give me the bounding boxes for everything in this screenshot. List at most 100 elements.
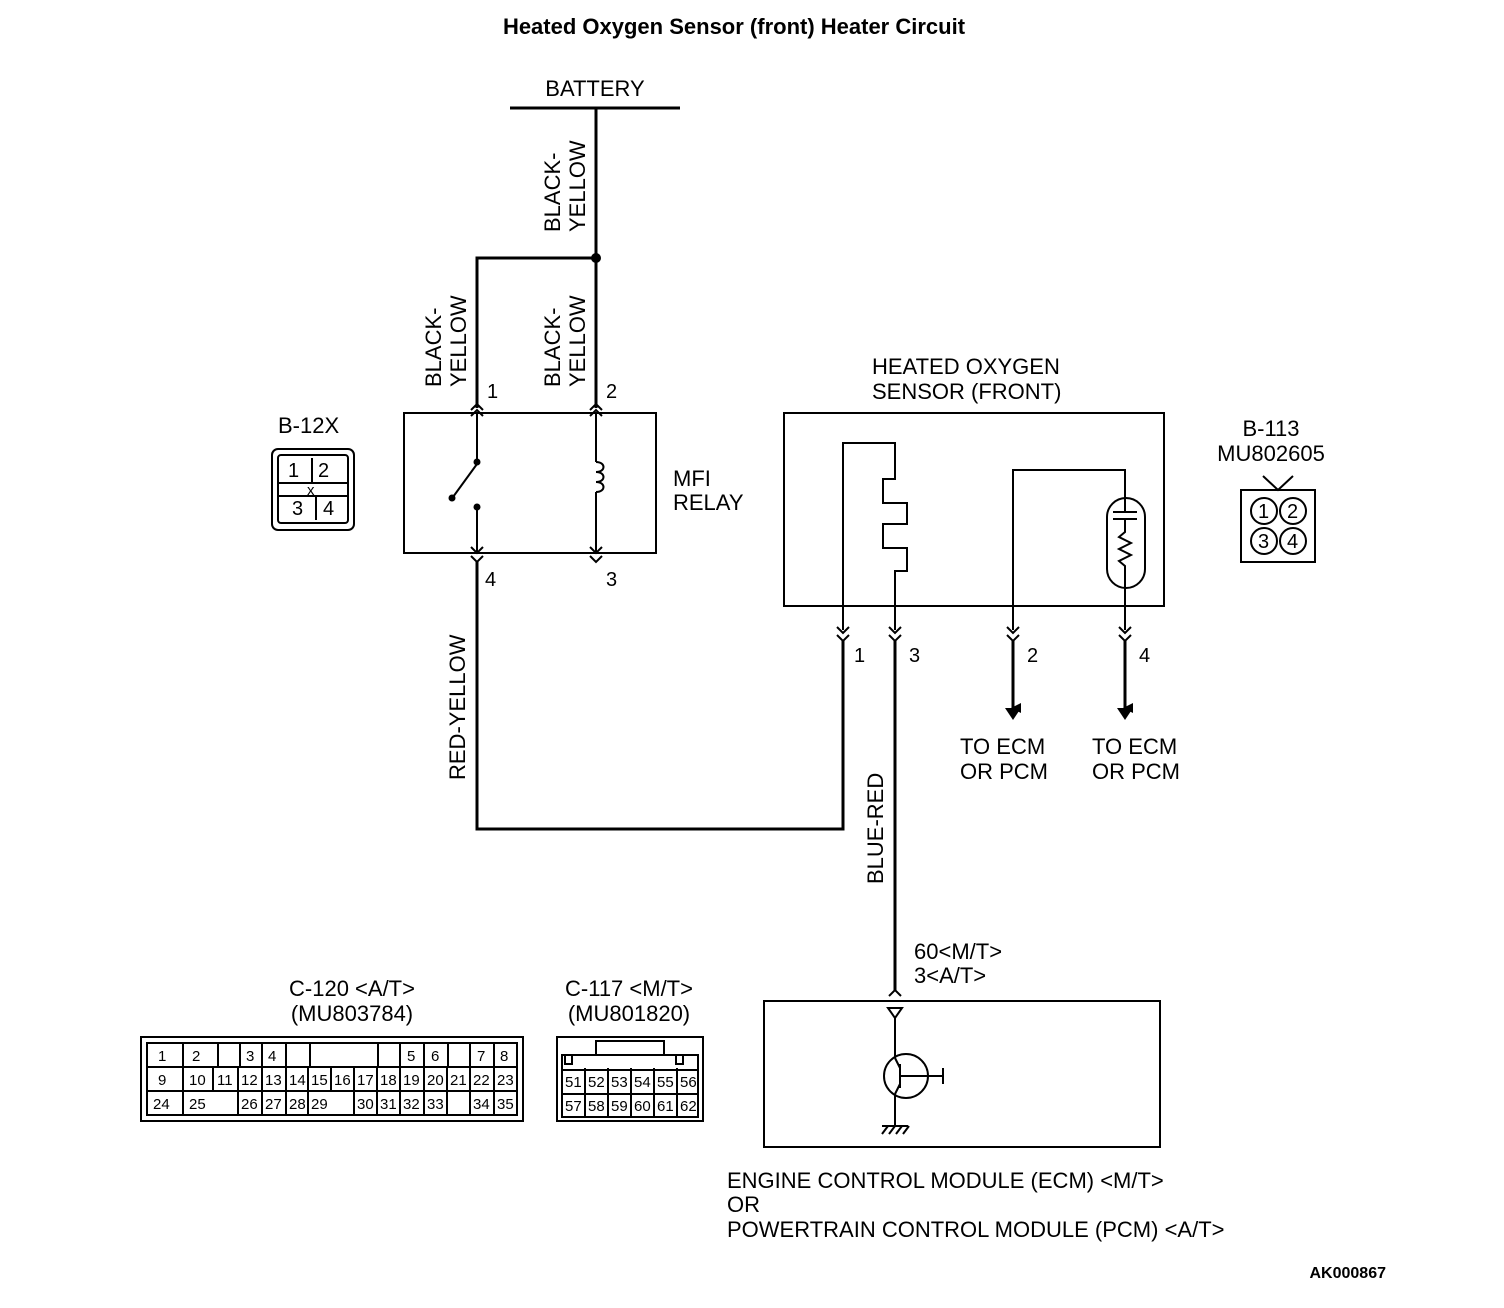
wire-label-blue-red: BLUE-RED (863, 773, 888, 884)
relay-pin-4: 4 (485, 569, 496, 591)
svg-text:15: 15 (311, 1072, 328, 1089)
mfi-relay-label: MFI RELAY (673, 466, 744, 515)
svg-text:B-113: B-113 (1242, 416, 1299, 441)
svg-text:(MU801820): (MU801820) (568, 1001, 690, 1026)
svg-text:13: 13 (265, 1072, 282, 1089)
sensor-pin-4: 4 (1139, 645, 1150, 667)
red-yellow-wire (475, 562, 845, 831)
relay-coil-symbol (595, 413, 605, 553)
svg-text:23: 23 (497, 1072, 514, 1089)
svg-text:4: 4 (268, 1048, 276, 1065)
svg-text:MFI: MFI (673, 466, 711, 491)
svg-text:2: 2 (192, 1048, 200, 1065)
svg-text:5: 5 (407, 1048, 415, 1065)
ecm-connector-mark (888, 988, 902, 997)
svg-text:34: 34 (473, 1096, 490, 1113)
svg-text:24: 24 (153, 1096, 170, 1113)
svg-text:30: 30 (357, 1096, 374, 1113)
svg-text:29: 29 (311, 1096, 328, 1113)
battery-label: BATTERY (545, 76, 645, 101)
svg-text:YELLOW: YELLOW (446, 295, 471, 387)
ecm-box (763, 1000, 1161, 1148)
svg-text:(MU803784): (MU803784) (291, 1001, 413, 1026)
svg-text:3<A/T>: 3<A/T> (914, 963, 986, 988)
svg-text:58: 58 (588, 1098, 605, 1115)
svg-text:3: 3 (1258, 531, 1269, 553)
relay-connector-marks (470, 402, 603, 564)
svg-text:MU802605: MU802605 (1217, 441, 1325, 466)
svg-text:25: 25 (189, 1096, 206, 1113)
svg-text:62: 62 (680, 1098, 697, 1115)
svg-text:26: 26 (241, 1096, 258, 1113)
svg-text:2: 2 (1287, 501, 1298, 523)
svg-text:SENSOR (FRONT): SENSOR (FRONT) (872, 379, 1061, 404)
relay-pin-1: 1 (487, 381, 498, 403)
svg-text:HEATED OXYGEN: HEATED OXYGEN (872, 354, 1060, 379)
arrow-head-pin4 (1117, 708, 1133, 720)
svg-text:4: 4 (1287, 531, 1298, 553)
svg-text:OR PCM: OR PCM (1092, 759, 1180, 784)
sensor-connector-marks (836, 626, 1132, 643)
svg-text:RELAY: RELAY (673, 490, 744, 515)
svg-text:BLACK-: BLACK- (540, 153, 565, 232)
svg-text:12: 12 (241, 1072, 258, 1089)
branch-wire-relay-pin1 (475, 256, 596, 408)
wire-label-black-yellow-pin2: BLACK- YELLOW (540, 295, 590, 387)
c117-label: C-117 <M/T> (MU801820) (565, 976, 693, 1026)
svg-text:19: 19 (403, 1072, 420, 1089)
heater-element-symbol (842, 442, 908, 630)
svg-text:31: 31 (380, 1096, 397, 1113)
svg-text:OR: OR (727, 1192, 760, 1217)
relay-switch-symbol (448, 413, 481, 553)
svg-text:14: 14 (289, 1072, 306, 1089)
c120-connector-face: 1 2 3 4 5 6 7 8 9 10 11 12 13 14 15 16 1… (140, 1036, 524, 1122)
svg-text:54: 54 (634, 1074, 651, 1091)
svg-text:1: 1 (288, 460, 299, 482)
svg-text:60: 60 (634, 1098, 651, 1115)
svg-text:11: 11 (217, 1072, 233, 1089)
svg-text:61: 61 (657, 1098, 674, 1115)
relay-connector-face: 1 2 x 3 4 (271, 448, 355, 531)
to-ecm-label-pin2: TO ECM OR PCM (960, 734, 1048, 784)
svg-text:OR PCM: OR PCM (960, 759, 1048, 784)
svg-text:ENGINE CONTROL MODULE (ECM) <M: ENGINE CONTROL MODULE (ECM) <M/T> (727, 1168, 1164, 1193)
svg-text:2: 2 (318, 460, 329, 482)
svg-text:9: 9 (158, 1072, 166, 1089)
arrow-head-pin2 (1005, 708, 1021, 720)
svg-text:56: 56 (680, 1074, 697, 1091)
sensor-connector-code: B-113 MU802605 (1217, 416, 1325, 466)
figure-code: AK000867 (1310, 1265, 1387, 1282)
wire-label-black-yellow-pin1: BLACK- YELLOW (421, 295, 471, 387)
svg-text:20: 20 (427, 1072, 444, 1089)
svg-text:51: 51 (565, 1074, 582, 1091)
svg-text:RED-YELLOW: RED-YELLOW (445, 634, 470, 780)
svg-text:8: 8 (500, 1048, 508, 1065)
svg-text:60<M/T>: 60<M/T> (914, 939, 1002, 964)
svg-text:1: 1 (1258, 501, 1269, 523)
svg-text:33: 33 (427, 1096, 444, 1113)
svg-text:C-117 <M/T>: C-117 <M/T> (565, 976, 693, 1001)
svg-text:TO ECM: TO ECM (1092, 734, 1177, 759)
svg-text:27: 27 (265, 1096, 282, 1113)
svg-text:4: 4 (323, 498, 334, 520)
svg-text:18: 18 (380, 1072, 397, 1089)
mfi-relay-box (403, 412, 657, 554)
svg-text:16: 16 (334, 1072, 351, 1089)
svg-text:17: 17 (357, 1072, 374, 1089)
svg-text:35: 35 (497, 1096, 514, 1113)
svg-text:21: 21 (450, 1072, 467, 1089)
svg-text:BLACK-: BLACK- (421, 308, 446, 387)
ecm-pin-label: 60<M/T> 3<A/T> (914, 939, 1002, 988)
sensor-connector-face: 1 2 3 4 (1240, 475, 1316, 563)
sensor-pin-3: 3 (909, 645, 920, 667)
svg-text:28: 28 (289, 1096, 306, 1113)
c120-label: C-120 <A/T> (MU803784) (289, 976, 415, 1026)
svg-text:22: 22 (473, 1072, 490, 1089)
svg-text:YELLOW: YELLOW (565, 295, 590, 387)
svg-text:BLACK-: BLACK- (540, 308, 565, 387)
sensing-element-symbol (1012, 469, 1146, 630)
svg-text:BLUE-RED: BLUE-RED (863, 773, 888, 884)
transistor-symbol (881, 1007, 944, 1135)
svg-text:3: 3 (246, 1048, 254, 1065)
